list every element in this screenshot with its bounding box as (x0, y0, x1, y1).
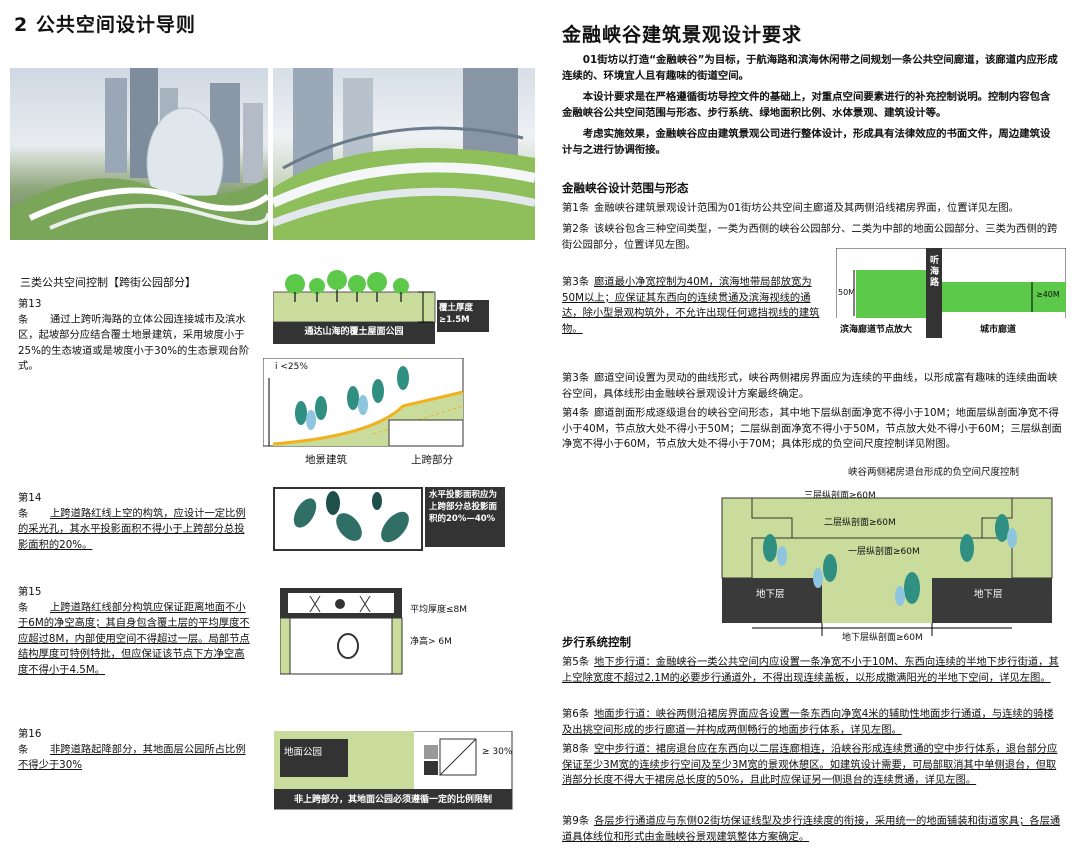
diagram-slope: i <25% 地景建筑 上跨部分 (262, 357, 468, 470)
intro-paragraph-1: 01街坊以打造“金融峡谷”为目标，于航海路和滨海休闲带之间规划一条公共空间廊道，… (562, 54, 1058, 82)
diagram-clearance: 平均厚度≤8M 净高> 6M (279, 588, 510, 678)
roof-park-caption: 通达山海的覆土屋面公园 (304, 327, 404, 337)
diagram-ground-park: 地面公园 ≥ 30% 非上跨部分，其地面公园必须遵循一定的比例限制 (273, 730, 514, 811)
intro-paragraphs: 01街坊以打造“金融峡谷”为目标，于航海路和滨海休闲带之间规划一条公共空间廊道，… (562, 52, 1060, 158)
article-number: 第3条 (562, 372, 590, 384)
ground-park-ratio: ≥ 30% (482, 747, 513, 757)
article-9: 第9条各层步行通道应与东侧02街坊保证线型及步行连续度的衔接，采用统一的地面铺装… (562, 814, 1062, 845)
article-number: 第14条 (18, 492, 42, 520)
article-text: 各层步行通道应与东侧02街坊保证线型及步行连续度的衔接，采用统一的地面铺装和街道… (562, 815, 1061, 843)
article-number: 第13条 (18, 298, 42, 326)
intro-paragraph-2: 本设计要求是在严格遵循街坊导控文件的基础上，对重点空间要素进行的补充控制说明。控… (562, 91, 1051, 119)
article-1: 第1条金融峡谷建筑景观设计范围为01街坊公共空间主廊道及其两侧沿线裙房界面，位置… (562, 201, 1062, 217)
left-page-title: 2 公共空间设计导则 (14, 14, 196, 36)
avg-thickness-label: 平均厚度≤8M (410, 605, 468, 615)
article-13: 第13条通过上跨听海路的立体公园连接城市及滨水区，起坡部分应结合覆土地景建筑，采… (18, 297, 250, 375)
article-6: 第6条地面步行道：峡谷两侧沿裙房界面应各设置一条东西向净宽4米的辅助性地面步行通… (562, 707, 1062, 738)
ground-park-box-label: 地面公园 (284, 747, 323, 758)
diagram-light-holes: 水平投影面积应为上跨部分总投影面积的20%—40% (273, 487, 523, 551)
article-text: 非跨道路起降部分，其地面层公园所占比例不得少于30% (18, 743, 246, 772)
section-heading-cross-street-park: 三类公共空间控制【跨街公园部分】 (20, 276, 196, 289)
underground-right-label: 地下层 (974, 589, 1003, 600)
article-text: 金融峡谷建筑景观设计范围为01街坊公共空间主廊道及其两侧沿线裙房界面，位置详见左… (594, 202, 1019, 214)
coastal-node-label: 滨海廊道节点放大 (840, 325, 913, 335)
light-hole-ratio-label: 水平投影面积应为上跨部分总投影面积的20%—40% (425, 487, 505, 547)
article-number: 第16条 (18, 728, 42, 756)
article-5: 第5条地下步行道：金融峡谷一类公共空间内应设置一条净宽不小于10M、东西向连续的… (562, 655, 1062, 686)
section-heading-scope: 金融峡谷设计范围与形态 (562, 181, 689, 195)
ground-park-caption: 非上跨部分，其地面公园必须遵循一定的比例限制 (293, 795, 492, 805)
road-label: 听海路 (930, 256, 940, 288)
article-number: 第6条 (562, 708, 590, 720)
section-heading-pedestrian: 步行系统控制 (562, 635, 631, 649)
article-number: 第5条 (562, 656, 590, 668)
clearance-label: 净高> 6M (410, 637, 452, 647)
article-16: 第16条非跨道路起降部分，其地面层公园所占比例不得少于30% (18, 727, 250, 774)
article-text: 该峡谷包含三种空间类型，一类为西侧的峡谷公园部分、二类为中部的地面公园部分、三类… (562, 223, 1058, 251)
article-text: 廊道最小净宽控制为40M，滨海地带局部放宽为50M以上；应保证其东西向的连续贯通… (562, 276, 820, 335)
width-40-label: ≥40M (1036, 290, 1060, 299)
article-number: 第2条 (562, 223, 590, 235)
article-text: 上跨道路红线上空的构筑，应设计一定比例的采光孔，其水平投影面积不得小于上跨部分总… (18, 507, 246, 551)
article-14: 第14条上跨道路红线上空的构筑，应设计一定比例的采光孔，其水平投影面积不得小于上… (18, 491, 250, 553)
article-text: 廊道剖面形成逐级退台的峡谷空间形态，其中地下层纵剖面净宽不得小于10M；地面层纵… (562, 407, 1062, 450)
level-1-section-label: 一层纵剖面≥60M (848, 547, 920, 557)
landscape-building-label: 地景建筑 (305, 454, 347, 466)
intro-paragraph-3: 考虑实施效果，金融峡谷应由建筑景观公司进行整体设计，形成具有法律效应的书面文件，… (562, 128, 1051, 156)
article-text: 通过上跨听海路的立体公园连接城市及滨水区，起坡部分应结合覆土地景建筑，采用坡度小… (18, 313, 250, 373)
article-15: 第15条上跨道路红线部分构筑应保证距离地面不小于6M的净空高度；其自身包含覆土层… (18, 585, 250, 678)
slope-label: i <25% (275, 362, 308, 372)
diagram-roof-park: 通达山海的覆土屋面公园 覆土厚度 ≥1.5M (272, 268, 493, 348)
article-text: 空中步行道：裙房退台应在东西向以二层连廊相连，沿峡谷形成连续贯通的空中步行体系，… (562, 743, 1058, 786)
article-3-width: 第3条廊道最小净宽控制为40M，滨海地带局部放宽为50M以上；应保证其东西向的连… (562, 275, 824, 337)
rendering-image-left (10, 68, 268, 240)
article-3-curve: 第3条廊道空间设置为灵动的曲线形式，峡谷两侧裙房界面应为连续的平曲线，以形成富有… (562, 371, 1062, 402)
article-number: 第4条 (562, 407, 590, 419)
article-number: 第1条 (562, 202, 590, 214)
article-number: 第9条 (562, 815, 590, 827)
article-number: 第15条 (18, 586, 42, 614)
level-2-section-label: 二层纵剖面≥60M (824, 518, 896, 528)
diagram-canyon-section: 峡谷两侧裙房退台形成的负空间尺度控制 三层纵剖面≥60M 二层纵剖面≥60M 一… (712, 464, 1062, 644)
underground-left-label: 地下层 (756, 589, 785, 600)
underground-section-label: 地下层纵剖面≥60M (842, 633, 923, 643)
crossover-part-label: 上跨部分 (411, 454, 453, 466)
article-text: 地下步行道：金融峡谷一类公共空间内应设置一条净宽不小于10M、东西向连续的半地下… (562, 656, 1059, 684)
diagram-corridor-plan: 听海路 50M ≥40M 滨海廊道节点放大 城市廊道 (835, 247, 1067, 339)
width-50-label: 50M (838, 288, 856, 297)
article-2: 第2条该峡谷包含三种空间类型，一类为西侧的峡谷公园部分、二类为中部的地面公园部分… (562, 222, 1062, 253)
article-text: 地面步行道：峡谷两侧沿裙房界面应各设置一条东西向净宽4米的辅助性地面步行通道，与… (562, 708, 1054, 736)
right-page-title: 金融峡谷建筑景观设计要求 (562, 24, 803, 46)
city-corridor-label: 城市廊道 (980, 325, 1017, 335)
rendering-image-right (273, 68, 535, 240)
article-8: 第8条空中步行道：裙房退台应在东西向以二层连廊相连，沿峡谷形成连续贯通的空中步行… (562, 742, 1062, 789)
article-number: 第3条 (562, 276, 590, 288)
article-4: 第4条廊道剖面形成逐级退台的峡谷空间形态，其中地下层纵剖面净宽不得小于10M；地… (562, 406, 1062, 453)
level-3-section-label: 三层纵剖面≥60M (804, 491, 876, 501)
soil-thickness-label: 覆土厚度 ≥1.5M (439, 303, 474, 325)
article-number: 第8条 (562, 743, 590, 755)
canyon-section-title: 峡谷两侧裙房退台形成的负空间尺度控制 (848, 467, 1020, 478)
article-text: 廊道空间设置为灵动的曲线形式，峡谷两侧裙房界面应为连续的平曲线，以形成富有趣味的… (562, 372, 1058, 400)
article-text: 上跨道路红线部分构筑应保证距离地面不小于6M的净空高度；其自身包含覆土层的平均厚… (18, 601, 250, 676)
